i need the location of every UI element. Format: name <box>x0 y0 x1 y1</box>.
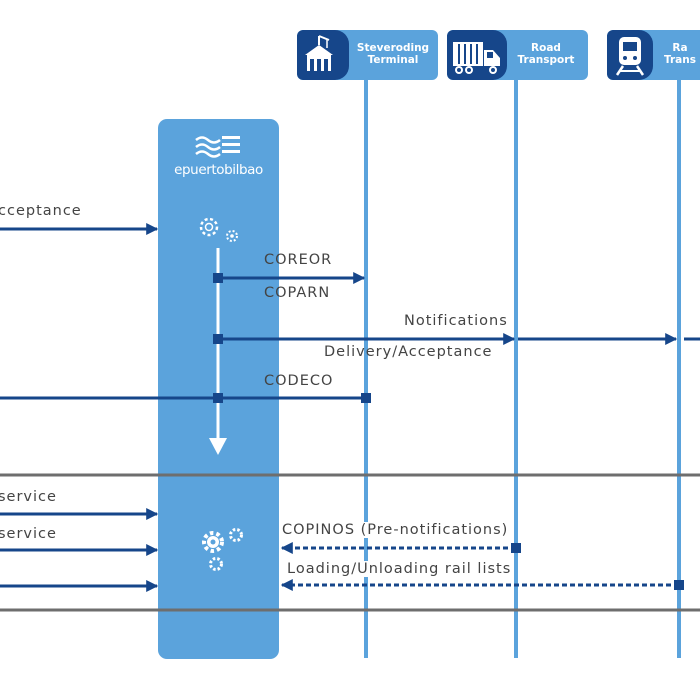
label-copinos: COPINOS (Pre-notifications) <box>280 522 511 538</box>
gears-solid-icon <box>202 528 243 571</box>
label-delivery-acceptance: Delivery/Acceptance <box>324 344 493 360</box>
participant-label-line2: Transport <box>517 54 575 66</box>
hub-process-flow-arrowhead <box>209 438 227 455</box>
participant-label: Road Transport <box>505 42 587 66</box>
participant-icon-pane <box>607 30 653 80</box>
participant-icon-pane <box>447 30 507 80</box>
terminal-building-icon <box>305 35 333 71</box>
participant-icon-pane <box>297 30 349 80</box>
participant-label: Steveroding Terminal <box>349 42 437 66</box>
participant-rail-transport: Ra Trans <box>607 30 700 80</box>
message-origin-marker <box>213 273 223 283</box>
message-origin-marker <box>674 580 684 590</box>
gears-outline-icon <box>199 217 238 242</box>
participant-label-line2: Terminal <box>367 54 419 66</box>
message-origin-marker <box>511 543 521 553</box>
truck-icon <box>453 42 500 74</box>
participant-label-line1: Road <box>531 42 561 54</box>
message-origin-marker <box>213 393 223 403</box>
label-coreor: COREOR <box>264 252 333 268</box>
label-service-1: service <box>0 489 57 505</box>
participant-steveroding-terminal: Steveroding Terminal <box>297 30 438 80</box>
label-notifications: Notifications <box>404 313 508 329</box>
participant-label-line1: Ra <box>672 42 688 54</box>
label-service-2: service <box>0 526 57 542</box>
label-codeco: CODECO <box>264 373 334 389</box>
participant-road-transport: Road Transport <box>447 30 588 80</box>
message-origin-marker <box>213 334 223 344</box>
participant-label-line1: Steveroding <box>356 42 430 54</box>
message-origin-marker <box>361 393 371 403</box>
participant-label: Ra Trans <box>659 42 700 66</box>
waves-menu-logo-icon <box>195 136 240 158</box>
participant-label-line2: Trans <box>664 54 696 66</box>
train-icon <box>615 37 645 76</box>
label-rail-lists: Loading/Unloading rail lists <box>285 561 514 577</box>
label-coparn: COPARN <box>264 285 331 301</box>
hub-logo-text: epuertobilbao <box>174 162 263 178</box>
label-acceptance: cceptance <box>0 203 82 219</box>
